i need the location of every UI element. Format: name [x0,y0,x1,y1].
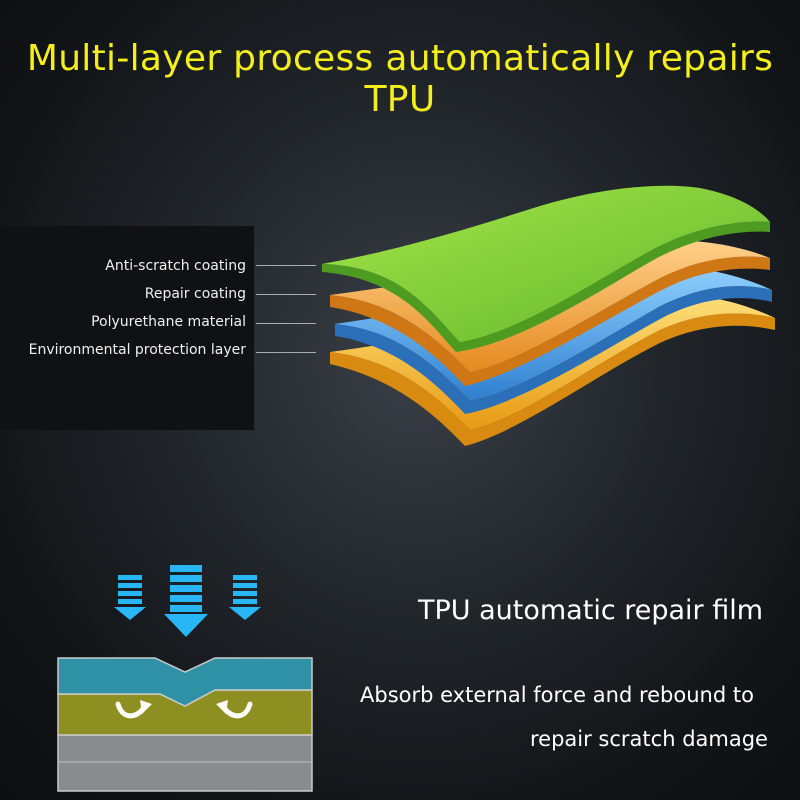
layer-label-anti-scratch: Anti-scratch coating [105,258,246,274]
leader-line-polyurethane [256,323,316,324]
film-cross-section [57,657,313,792]
pressure-arrow-right-icon [229,575,261,620]
rebound-arrow-right-icon [216,700,253,719]
film-description-line-1: Absorb external force and rebound to [360,683,754,707]
layer-label-repair: Repair coating [144,286,246,302]
pressure-arrow-left-icon [114,575,146,620]
leader-line-environmental [256,352,316,353]
leader-line-repair [256,294,316,295]
rebound-arrow-left-icon [115,700,152,719]
layer-label-panel [0,226,254,430]
layer-label-polyurethane: Polyurethane material [91,314,246,330]
pressure-arrow-center-icon [164,565,208,637]
leader-line-anti-scratch [256,265,316,266]
film-title: TPU automatic repair film [418,595,764,626]
headline: Multi-layer process automatically repair… [26,38,774,120]
film-description-line-2: repair scratch damage [530,727,768,751]
layer-label-environmental: Environmental protection layer [28,342,246,358]
anti-scratch-coating-shape [322,185,770,352]
